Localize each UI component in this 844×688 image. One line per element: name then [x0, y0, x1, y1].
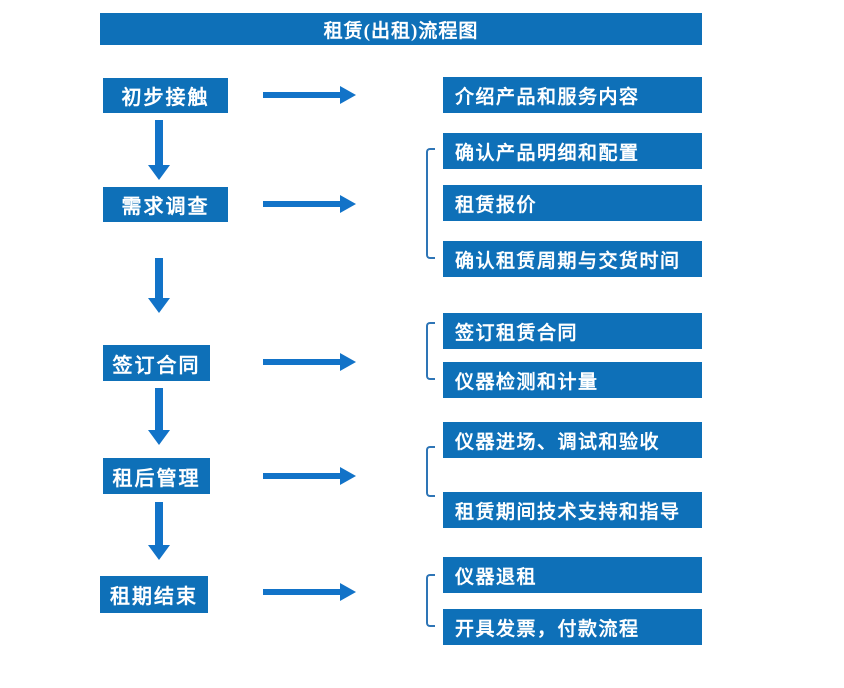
- detail-box-introduce-products: 介绍产品和服务内容: [443, 77, 702, 113]
- step-box-sign-contract: 签订合同: [103, 345, 210, 381]
- detail-box-confirm-period: 确认租赁周期与交货时间: [443, 241, 702, 277]
- flowchart-title: 租赁(出租)流程图: [100, 13, 702, 45]
- arrow-right-icon: [263, 583, 356, 601]
- group-bracket-icon: [426, 322, 435, 380]
- step-box-lease-end: 租期结束: [100, 576, 208, 613]
- group-bracket-icon: [426, 574, 435, 627]
- step-box-post-rental-management: 租后管理: [103, 458, 210, 494]
- detail-box-instrument-testing: 仪器检测和计量: [443, 362, 702, 398]
- group-bracket-icon: [426, 148, 435, 259]
- detail-box-confirm-details: 确认产品明细和配置: [443, 133, 702, 169]
- detail-box-instrument-return: 仪器退租: [443, 557, 702, 593]
- arrow-right-icon: [263, 467, 356, 485]
- detail-box-instrument-setup: 仪器进场、调试和验收: [443, 422, 702, 458]
- step-box-demand-survey: 需求调查: [103, 187, 228, 222]
- arrow-right-icon: [263, 353, 356, 371]
- detail-box-tech-support: 租赁期间技术支持和指导: [443, 492, 702, 528]
- detail-box-rental-quote: 租赁报价: [443, 185, 702, 221]
- detail-box-invoice-payment: 开具发票，付款流程: [443, 609, 702, 645]
- step-box-initial-contact: 初步接触: [103, 78, 228, 113]
- detail-box-sign-rental-contract: 签订租赁合同: [443, 313, 702, 349]
- arrow-right-icon: [263, 195, 356, 213]
- arrow-right-icon: [263, 86, 356, 104]
- group-bracket-icon: [426, 446, 435, 497]
